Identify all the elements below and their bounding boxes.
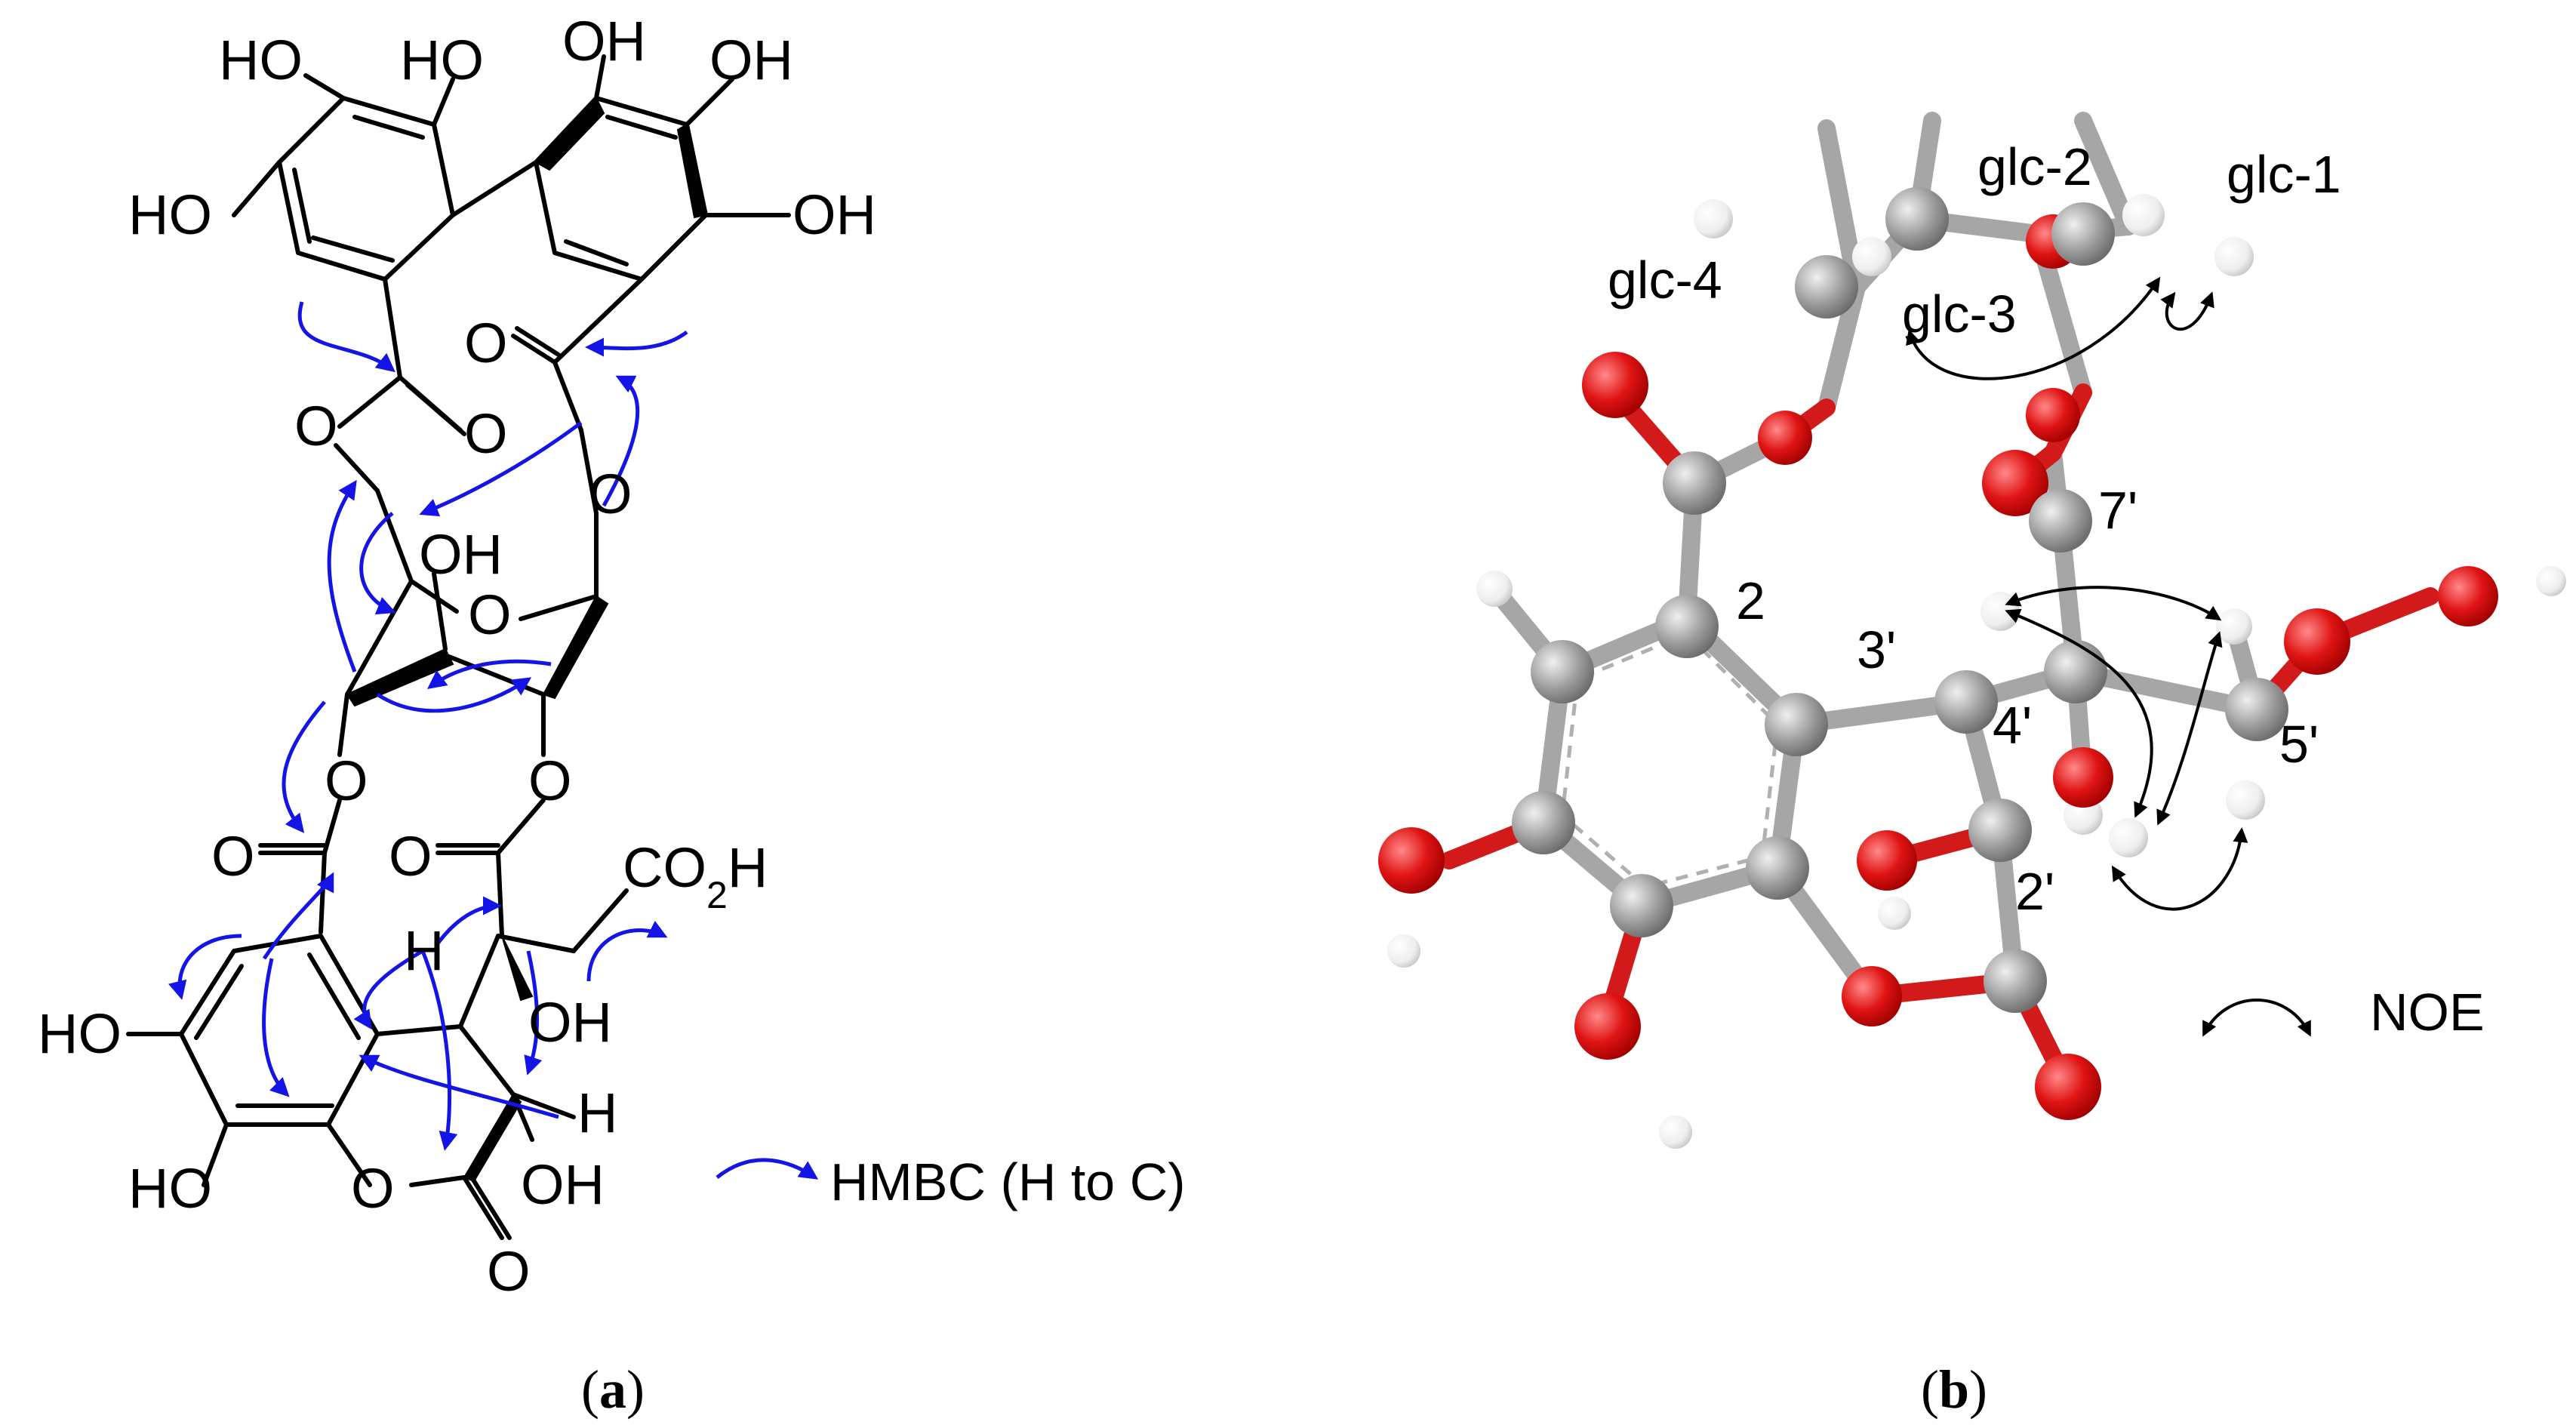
carbon-atoms: [1512, 187, 2288, 1013]
label-c2: 2: [1736, 571, 1765, 630]
label-glc-1: glc-1: [2227, 145, 2341, 204]
atom-c: [1984, 949, 2047, 1013]
label-top-ho-1: HO: [219, 29, 303, 91]
atom-o: [1982, 450, 2048, 516]
hmbc-legend-arrow: [716, 1158, 819, 1180]
atom-o: [1574, 993, 1641, 1060]
label-glc-4: glc-4: [1608, 251, 1722, 309]
label-side-oh: OH: [528, 991, 612, 1054]
bottom-ring: [179, 934, 380, 1127]
atom-h: [2216, 608, 2252, 645]
top-left-ring: [277, 96, 455, 282]
atom-c: [1610, 874, 1673, 937]
atom-h: [2226, 780, 2265, 820]
label-c2p: 2': [2015, 862, 2054, 921]
hmbc-arrows: [168, 301, 688, 1151]
atom-c: [1968, 799, 2032, 862]
atom-c: [1512, 791, 1575, 854]
label-bottom-ho-2: HO: [128, 1157, 212, 1220]
label-carbonyl-o-right: O: [464, 312, 508, 374]
label-lactone-oh: OH: [521, 1153, 605, 1216]
label-ester-carbonyl-o-left: O: [211, 825, 255, 888]
atom-c: [1934, 670, 1998, 734]
atom-o: [2284, 608, 2350, 675]
atom-o: [2026, 388, 2080, 442]
label-sugar-oh: OH: [419, 523, 503, 586]
noe-arrows: [1906, 276, 2311, 1037]
atom-h: [1476, 571, 1513, 607]
atom-h: [1387, 934, 1420, 968]
atom-c: [1765, 693, 1828, 756]
glucose-ring: [334, 443, 609, 757]
oxygen-atoms: [1378, 214, 2498, 1120]
label-ester-o-left: O: [294, 395, 338, 457]
atom-c: [1663, 451, 1726, 515]
atom-c: [2225, 678, 2288, 741]
label-c3p: 3': [1857, 620, 1896, 679]
label-ring-o: O: [468, 583, 512, 646]
atom-h: [1659, 1116, 1692, 1149]
atom-o: [2035, 1054, 2101, 1120]
label-glc-o3: O: [325, 749, 368, 812]
atom-c: [1795, 255, 1858, 319]
label-glc-o2: O: [528, 749, 572, 812]
atom-c: [2029, 489, 2092, 552]
label-lactone-carbonyl-o: O: [487, 1240, 531, 1303]
label-c4p: 4': [1993, 696, 2032, 755]
atom-o: [1758, 411, 1812, 465]
atom-h: [2122, 194, 2165, 236]
label-carbonyl-o-left: O: [464, 402, 508, 465]
label-top-oh-1: OH: [562, 10, 646, 72]
atom-o: [2438, 566, 2498, 626]
atom-c: [1746, 836, 1809, 900]
label-lactone-o: O: [351, 1157, 395, 1220]
label-right-oh: OH: [792, 183, 876, 246]
label-c5p: 5': [2279, 715, 2319, 774]
label-h-right: H: [577, 1082, 617, 1144]
label-bottom-ho-1: HO: [38, 1002, 122, 1065]
label-co2h: CO2H: [623, 836, 768, 916]
label-h-axial: H: [404, 919, 444, 982]
atom-h: [1980, 592, 2020, 631]
atom-o: [1582, 352, 1648, 418]
model-sticks: [1440, 112, 2439, 1096]
atom-c: [1885, 187, 1949, 251]
label-top-oh-2: OH: [709, 29, 793, 91]
atom-c: [1655, 595, 1719, 658]
caption-b: (b): [1921, 1359, 1987, 1420]
atom-h: [1694, 199, 1733, 239]
atom-h: [2109, 818, 2148, 857]
atom-h: [1852, 237, 1891, 276]
noe-legend-label: NOE: [2370, 983, 2485, 1042]
atom-h: [1878, 897, 1911, 930]
label-ester-o-right: O: [589, 463, 632, 525]
label-left-ho: HO: [128, 183, 212, 246]
biaryl-bond: [451, 160, 538, 217]
atom-o: [1378, 827, 1445, 894]
atom-c: [2051, 202, 2115, 266]
label-ester-carbonyl-o-right: O: [389, 825, 432, 888]
panel-a-structure: HO HO OH OH HO OH O O O O OH O O O O O C…: [38, 10, 1186, 1420]
noe-legend-arrow: [2202, 999, 2311, 1037]
atom-h: [2214, 237, 2254, 276]
caption-a: (a): [581, 1359, 645, 1420]
top-right-ring: [534, 96, 708, 282]
atom-c: [1531, 640, 1594, 703]
label-top-ho-2: HO: [400, 29, 484, 91]
atom-o: [2053, 747, 2113, 808]
atom-h: [2536, 566, 2566, 596]
label-glc-3: glc-3: [1902, 285, 2017, 343]
hmbc-legend-label: HMBC (H to C): [830, 1153, 1186, 1211]
panel-b-model: glc-1 glc-2 glc-3 glc-4 2 3' 4' 5' 2' 7'…: [1378, 112, 2566, 1420]
atom-o: [1857, 830, 1917, 891]
atom-c: [2044, 640, 2107, 703]
label-glc-2: glc-2: [1977, 137, 2092, 196]
label-c7p: 7': [2098, 481, 2137, 540]
atom-o: [1842, 966, 1902, 1026]
